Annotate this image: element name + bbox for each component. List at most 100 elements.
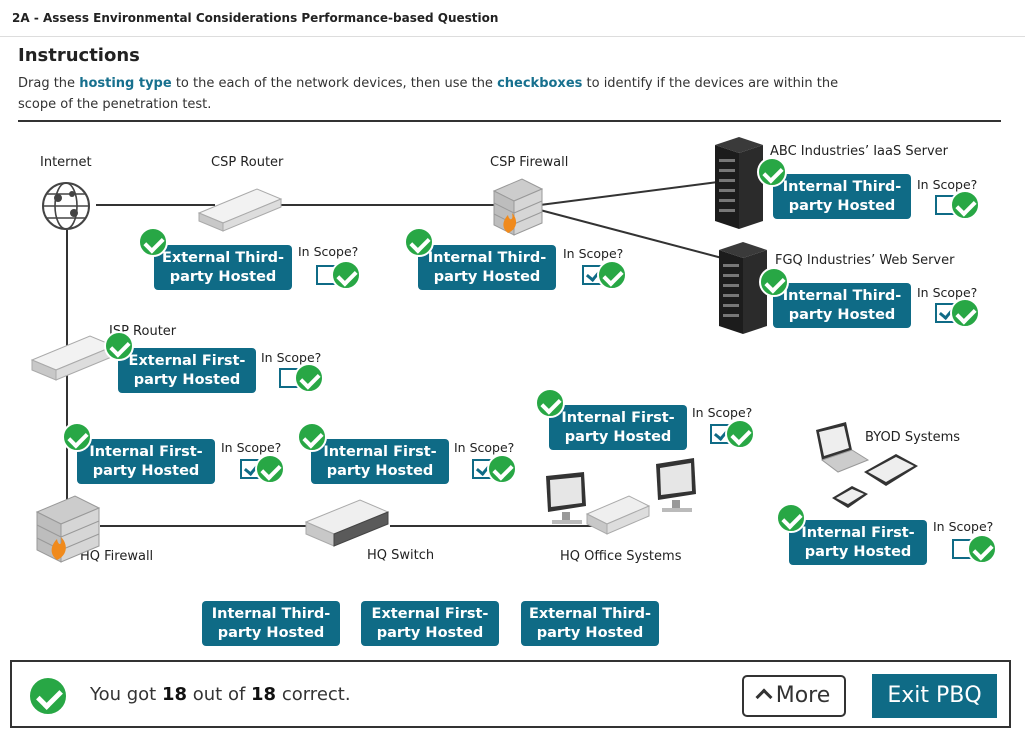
checkmark-icon [294, 363, 324, 393]
in-scope-label: In Scope? [454, 440, 515, 455]
hq-office-label: HQ Office Systems [560, 549, 682, 564]
tag-line: party Hosted [326, 463, 434, 479]
instructions-text-part: Drag the [18, 76, 80, 91]
tag-line: External First- [128, 353, 246, 369]
internet-label: Internet [40, 155, 92, 170]
checkmark-icon [138, 227, 168, 257]
checkmark-icon [487, 454, 517, 484]
laptop-icon [816, 422, 870, 473]
checkmark-icon [104, 331, 134, 361]
placed-hosting-tag-isp-router[interactable]: External First-party Hosted [118, 348, 256, 393]
chevron-up-icon [755, 688, 773, 706]
tag-line: External First- [371, 606, 489, 622]
byod-label: BYOD Systems [865, 430, 961, 445]
checkboxes-keyword: checkboxes [497, 76, 583, 91]
more-label: More [775, 683, 831, 708]
tag-line: party Hosted [92, 463, 200, 479]
hq-firewall-label: HQ Firewall [80, 549, 154, 564]
result-text: You got 18 out of 18 correct. [90, 684, 351, 705]
tag-line: Internal First- [323, 444, 437, 460]
csp-router-label: CSP Router [211, 155, 284, 170]
bank-hosting-tag[interactable]: External Third-party Hosted [521, 601, 659, 646]
placed-hosting-tag-hq-firewall[interactable]: Internal First-party Hosted [77, 439, 215, 484]
checkmark-icon [255, 454, 285, 484]
title-bar: 2A - Assess Environmental Considerations… [0, 0, 1025, 37]
placed-hosting-tag-csp-firewall[interactable]: Internal Third-party Hosted [418, 245, 556, 290]
bank-hosting-tag[interactable]: External First-party Hosted [361, 601, 499, 646]
desktop-icon [656, 458, 696, 512]
tag-line: Internal Third- [782, 179, 902, 195]
firewall-icon [35, 495, 101, 563]
tag-line: Internal First- [801, 525, 915, 541]
tag-line: party Hosted [804, 544, 912, 560]
result-text-part: correct. [276, 684, 351, 705]
router-icon [30, 335, 116, 381]
in-scope-label: In Scope? [917, 285, 978, 300]
checkmark-icon [331, 260, 361, 290]
checkmark-icon [597, 260, 627, 290]
link-csp-firewall-fgq-server [539, 209, 723, 259]
instructions-text-part: to the each of the network devices, then… [171, 76, 498, 91]
placed-hosting-tag-hq-switch[interactable]: Internal First-party Hosted [311, 439, 449, 484]
tag-line: party Hosted [433, 269, 541, 285]
checkmark-icon [535, 388, 565, 418]
page-title: 2A - Assess Environmental Considerations… [12, 11, 499, 25]
divider [18, 120, 1001, 122]
tag-line: party Hosted [169, 269, 277, 285]
in-scope-label: In Scope? [563, 246, 624, 261]
tag-line: Internal Third- [211, 606, 331, 622]
exit-pbq-button[interactable]: Exit PBQ [872, 674, 997, 718]
in-scope-label: In Scope? [261, 350, 322, 365]
result-text-part: out of [187, 684, 252, 705]
instructions-text-part: to identify if the devices are within th… [18, 76, 839, 112]
tag-line: party Hosted [564, 429, 672, 445]
tag-line: Internal Third- [427, 250, 547, 266]
more-button[interactable]: More [742, 675, 846, 717]
checkmark-icon [950, 298, 980, 328]
in-scope-label: In Scope? [917, 177, 978, 192]
checkmark-icon [297, 422, 327, 452]
checkmark-icon [757, 157, 787, 187]
router-icon [197, 188, 283, 232]
server-rack-icon [715, 137, 763, 229]
tag-line: External Third- [528, 606, 652, 622]
tag-line: External Third- [161, 250, 285, 266]
instructions-heading: Instructions [18, 45, 140, 66]
placed-hosting-tag-hq-office[interactable]: Internal First-party Hosted [549, 405, 687, 450]
placed-hosting-tag-fgq-server[interactable]: Internal Third-party Hosted [773, 283, 911, 328]
checkmark-icon [28, 676, 68, 716]
total: 18 [251, 684, 277, 705]
phone-icon [832, 486, 868, 508]
placed-hosting-tag-abc-server[interactable]: Internal Third-party Hosted [773, 174, 911, 219]
placed-hosting-tag-csp-router[interactable]: External Third-party Hosted [154, 245, 292, 290]
in-scope-label: In Scope? [933, 519, 994, 534]
checkmark-icon [950, 190, 980, 220]
bank-hosting-tag[interactable]: Internal Third-party Hosted [202, 601, 340, 646]
tag-line: party Hosted [217, 625, 325, 641]
in-scope-label: In Scope? [692, 405, 753, 420]
switch-icon [304, 499, 390, 547]
tag-line: party Hosted [133, 372, 241, 388]
tag-line: party Hosted [376, 625, 484, 641]
tablet-icon [864, 454, 918, 486]
checkmark-icon [404, 227, 434, 257]
tag-line: Internal First- [89, 444, 203, 460]
firewall-icon [492, 178, 544, 236]
checkmark-icon [725, 419, 755, 449]
placed-hosting-tag-byod[interactable]: Internal First-party Hosted [789, 520, 927, 565]
csp-firewall-label: CSP Firewall [490, 155, 569, 170]
tag-line: Internal First- [561, 410, 675, 426]
score: 18 [161, 684, 188, 705]
in-scope-label: In Scope? [221, 440, 282, 455]
server-rack-icon [719, 242, 767, 334]
checkmark-icon [759, 267, 789, 297]
tag-line: party Hosted [788, 198, 896, 214]
tag-line: party Hosted [536, 625, 644, 641]
tag-line: Internal Third- [782, 288, 902, 304]
hq-switch-label: HQ Switch [367, 548, 435, 563]
instructions-text: Drag the hosting type to the each of the… [18, 73, 848, 115]
checkmark-icon [62, 422, 92, 452]
tag-line: party Hosted [788, 307, 896, 323]
abc-server-label: ABC Industries’ IaaS Server [770, 144, 949, 159]
result-footer: You got 18 out of 18 correct. More Exit … [10, 660, 1011, 728]
